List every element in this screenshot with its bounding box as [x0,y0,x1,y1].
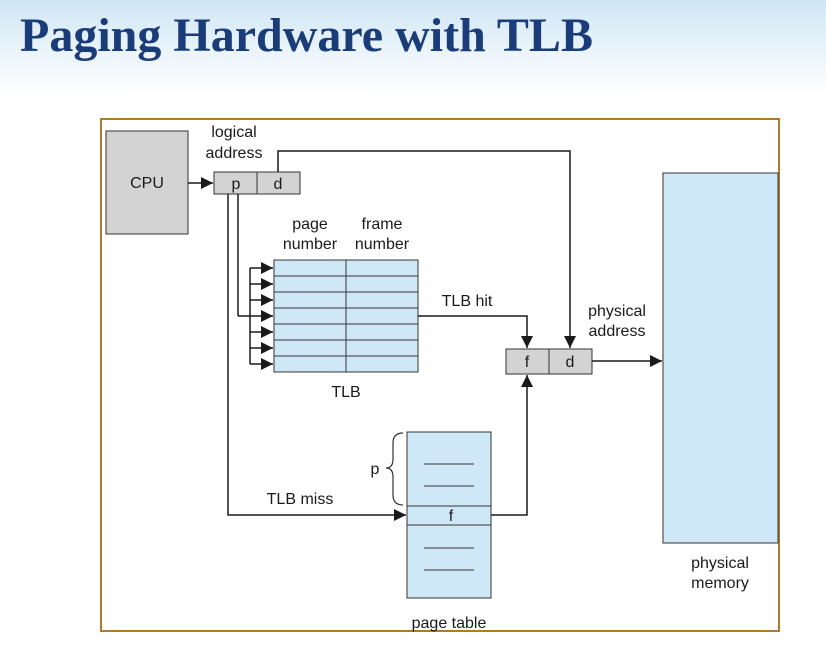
title-banner [0,0,826,95]
page-table-p: p [371,461,380,478]
physical-address-d: d [566,354,575,371]
logical-address-d: d [274,176,283,193]
logical-address-label-line2: address [206,145,263,162]
tlb-hit-arrow [418,315,533,348]
physical-memory-label-line1: physical [691,555,749,572]
physical-address-f: f [525,354,530,371]
physical-address-d-cell [548,348,593,375]
page-table-label: page table [412,615,487,632]
tlb-miss-arrow [227,194,406,521]
tlb-label: TLB [331,384,360,401]
logical-address-label-line1: logical [211,124,256,141]
physical-address-f-cell [505,348,550,375]
tlb-frame-number-line2: number [355,236,410,253]
cpu-box [105,130,189,235]
physical-memory-label-line2: memory [691,575,749,592]
tlb-page-number-line1: page [292,216,328,233]
physical-memory-box [662,172,779,544]
cpu-label: CPU [130,175,164,192]
page-table-f: f [449,508,454,525]
physical-address-label-line1: physical [588,303,646,320]
tlb-frame-number-line1: frame [362,216,403,233]
tlb-miss-label: TLB miss [267,491,334,508]
tlb-page-number-line2: number [283,236,338,253]
tlb-hit-label: TLB hit [442,293,493,310]
logical-address-p: p [232,176,241,193]
slide-title: Paging Hardware with TLB [20,9,593,62]
page-table-to-frame-arrow [491,375,533,516]
diagram-frame [100,118,780,632]
page-table-brace [385,432,404,506]
physical-address-label-line2: address [589,323,646,340]
offset-arrow [277,150,576,348]
